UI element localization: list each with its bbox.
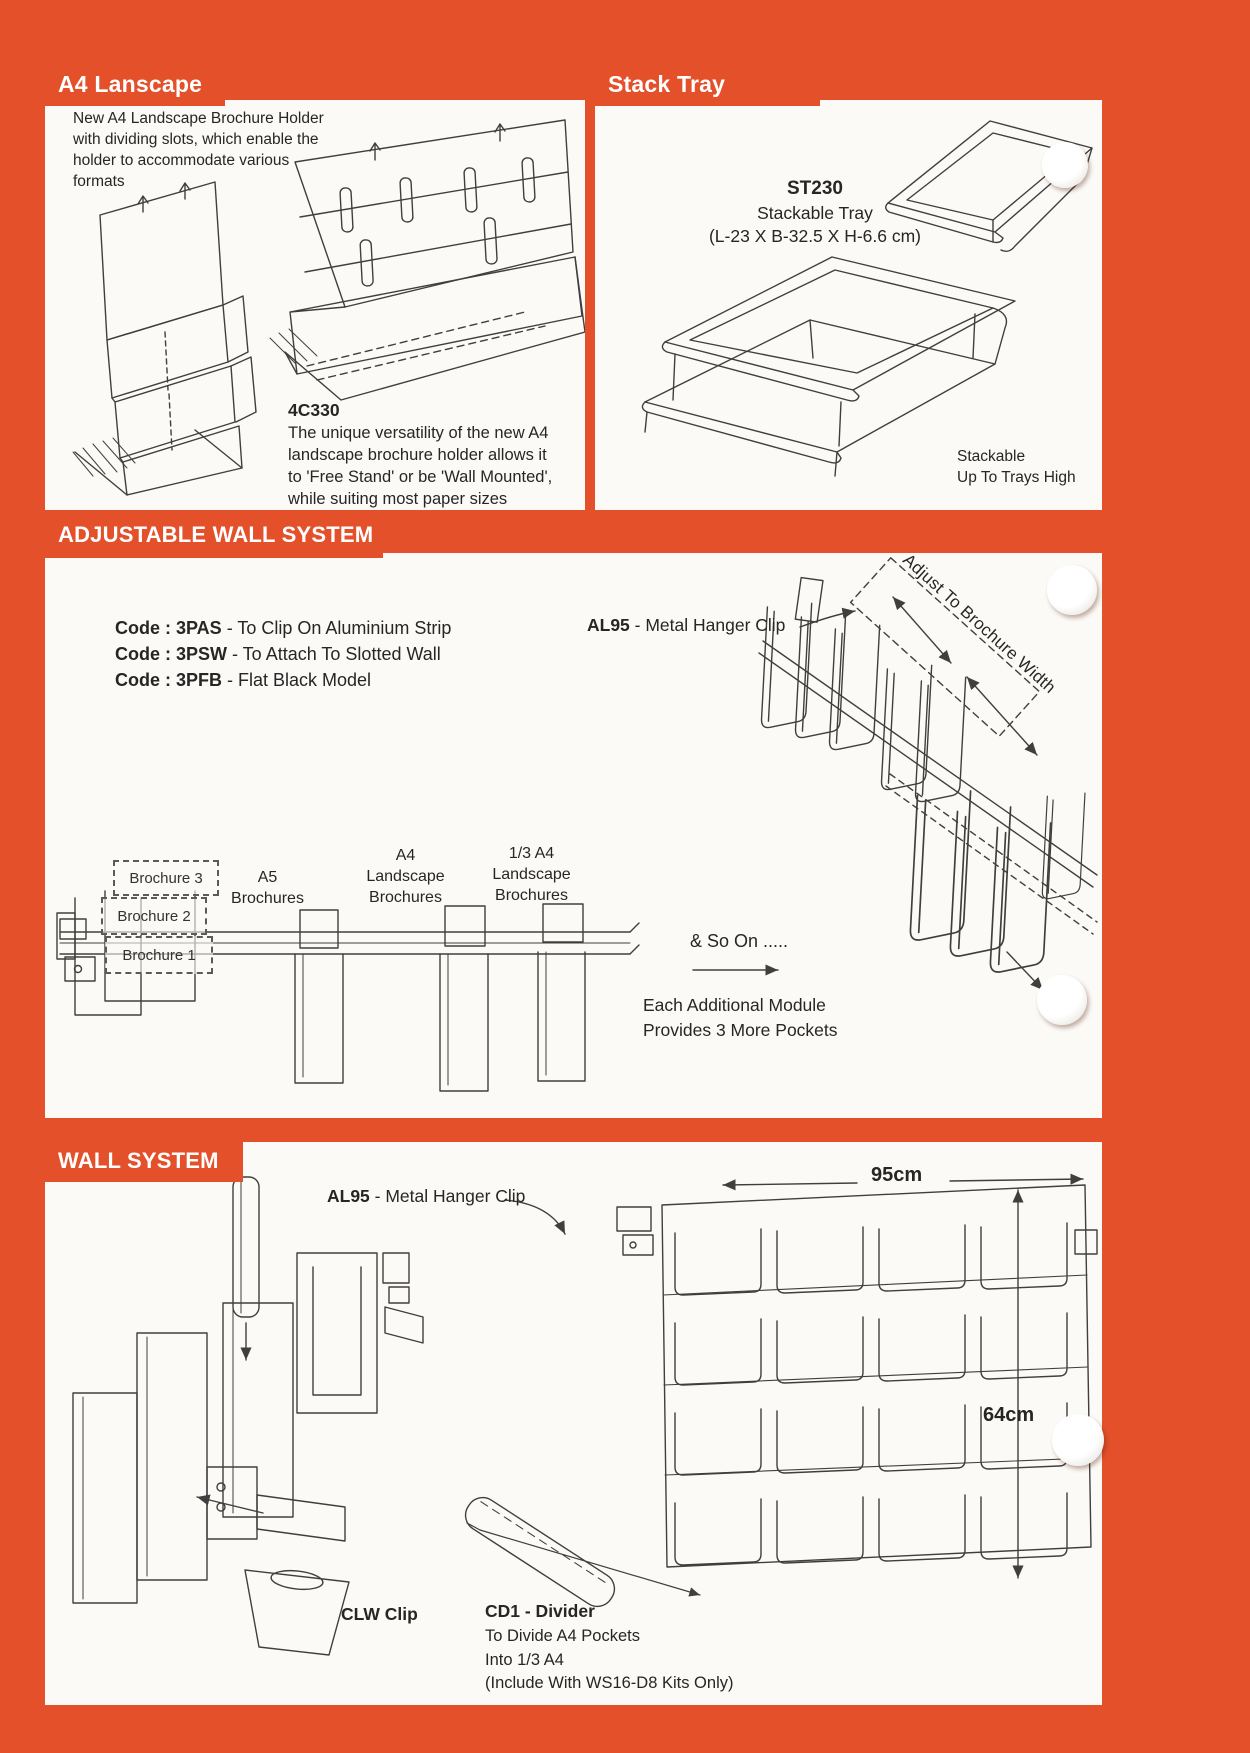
a4-product-code: 4C330	[288, 400, 340, 420]
panel-adjustable-wall-system: Code : 3PAS - To Clip On Aluminium Strip…	[45, 553, 1102, 1118]
hole-punch	[1042, 142, 1088, 188]
al95-pointer-arrow	[504, 1199, 566, 1235]
section-title: WALL SYSTEM	[58, 1148, 219, 1173]
a4-intro-text: New A4 Landscape Brochure Holder with di…	[73, 110, 324, 190]
a4-landscape-brochures-label: A4 Landscape Brochures	[366, 847, 445, 906]
stack-tray-note: Stackable Up To Trays High	[957, 448, 1076, 486]
brochure-3-box: Brochure 3	[113, 860, 219, 896]
wall-system-illustration	[72, 1173, 1098, 1656]
height-dimension-label: 64cm	[983, 1404, 1035, 1426]
stack-tray-caption: ST230 Stackable Tray (L-23 X B-32.5 X H-…	[690, 178, 940, 247]
continuation-arrow	[1006, 951, 1044, 991]
keyhole-arrow-icon	[179, 182, 191, 200]
hole-punch	[1052, 1414, 1104, 1466]
so-on-label: & So On .....	[690, 931, 789, 951]
section-header-adjustable-wall-system: ADJUSTABLE WALL SYSTEM	[45, 512, 383, 558]
brochure-1-box: Brochure 1	[105, 936, 213, 974]
hole-punch	[1037, 975, 1087, 1025]
third-a4-landscape-brochures-label: 1/3 A4 Landscape Brochures	[492, 845, 571, 904]
section-header-stack-tray: Stack Tray	[595, 62, 820, 106]
hole-punch	[1047, 565, 1097, 615]
keyhole-arrow-icon	[494, 123, 506, 142]
code-line: Code : 3PSW - To Attach To Slotted Wall	[115, 644, 441, 664]
a4-brochure-holders-illustration	[72, 119, 585, 496]
clw-clip-label: CLW Clip	[341, 1604, 418, 1624]
section-header-wall-system: WALL SYSTEM	[45, 1118, 243, 1182]
adjust-width-arrows	[892, 596, 1038, 756]
keyhole-arrow-icon	[137, 195, 149, 213]
stack-tray-product-code: ST230	[787, 178, 843, 199]
cd1-divider-note: To Divide A4 Pockets Into 1/3 A4 (Includ…	[485, 1627, 734, 1692]
al95-pointer-arrow	[799, 607, 856, 628]
section-title: ADJUSTABLE WALL SYSTEM	[58, 522, 374, 547]
panel-wall-system: AL95 - Metal Hanger Clip 95cm 64cm CLW C…	[45, 1142, 1102, 1705]
adjustable-wall-system-illustration	[56, 557, 1098, 1092]
brochure-2-box: Brochure 2	[101, 897, 207, 935]
width-dimension-arrows	[722, 1173, 1084, 1191]
cd1-divider-title: CD1 - Divider	[485, 1601, 595, 1621]
stack-tray-dimensions: (L-23 X B-32.5 X H-6.6 cm)	[708, 226, 922, 246]
section-title: A4 Lanscape	[58, 70, 203, 97]
keyhole-arrow-icon	[369, 142, 381, 161]
a4-description: The unique versatility of the new A4 lan…	[288, 424, 553, 508]
al95-clip-label: AL95 - Metal Hanger Clip	[327, 1186, 526, 1206]
code-line: Code : 3PAS - To Clip On Aluminium Strip	[115, 618, 452, 638]
module-note: Each Additional Module Provides 3 More P…	[643, 995, 838, 1040]
panel-a4-landscape: New A4 Landscape Brochure Holder with di…	[45, 100, 585, 510]
section-header-a4-landscape: A4 Lanscape	[45, 62, 225, 106]
code-line: Code : 3PFB - Flat Black Model	[115, 670, 372, 690]
adjustable-codes-list: Code : 3PAS - To Clip On Aluminium Strip…	[115, 615, 451, 693]
stack-tray-product-name: Stackable Tray	[757, 203, 873, 223]
panel-stack-tray: ST230 Stackable Tray (L-23 X B-32.5 X H-…	[595, 100, 1102, 510]
section-title: Stack Tray	[608, 70, 726, 97]
al95-clip-label: AL95 - Metal Hanger Clip	[587, 615, 786, 635]
width-dimension-label: 95cm	[871, 1164, 923, 1186]
a5-brochures-label: A5 Brochures	[231, 869, 304, 907]
